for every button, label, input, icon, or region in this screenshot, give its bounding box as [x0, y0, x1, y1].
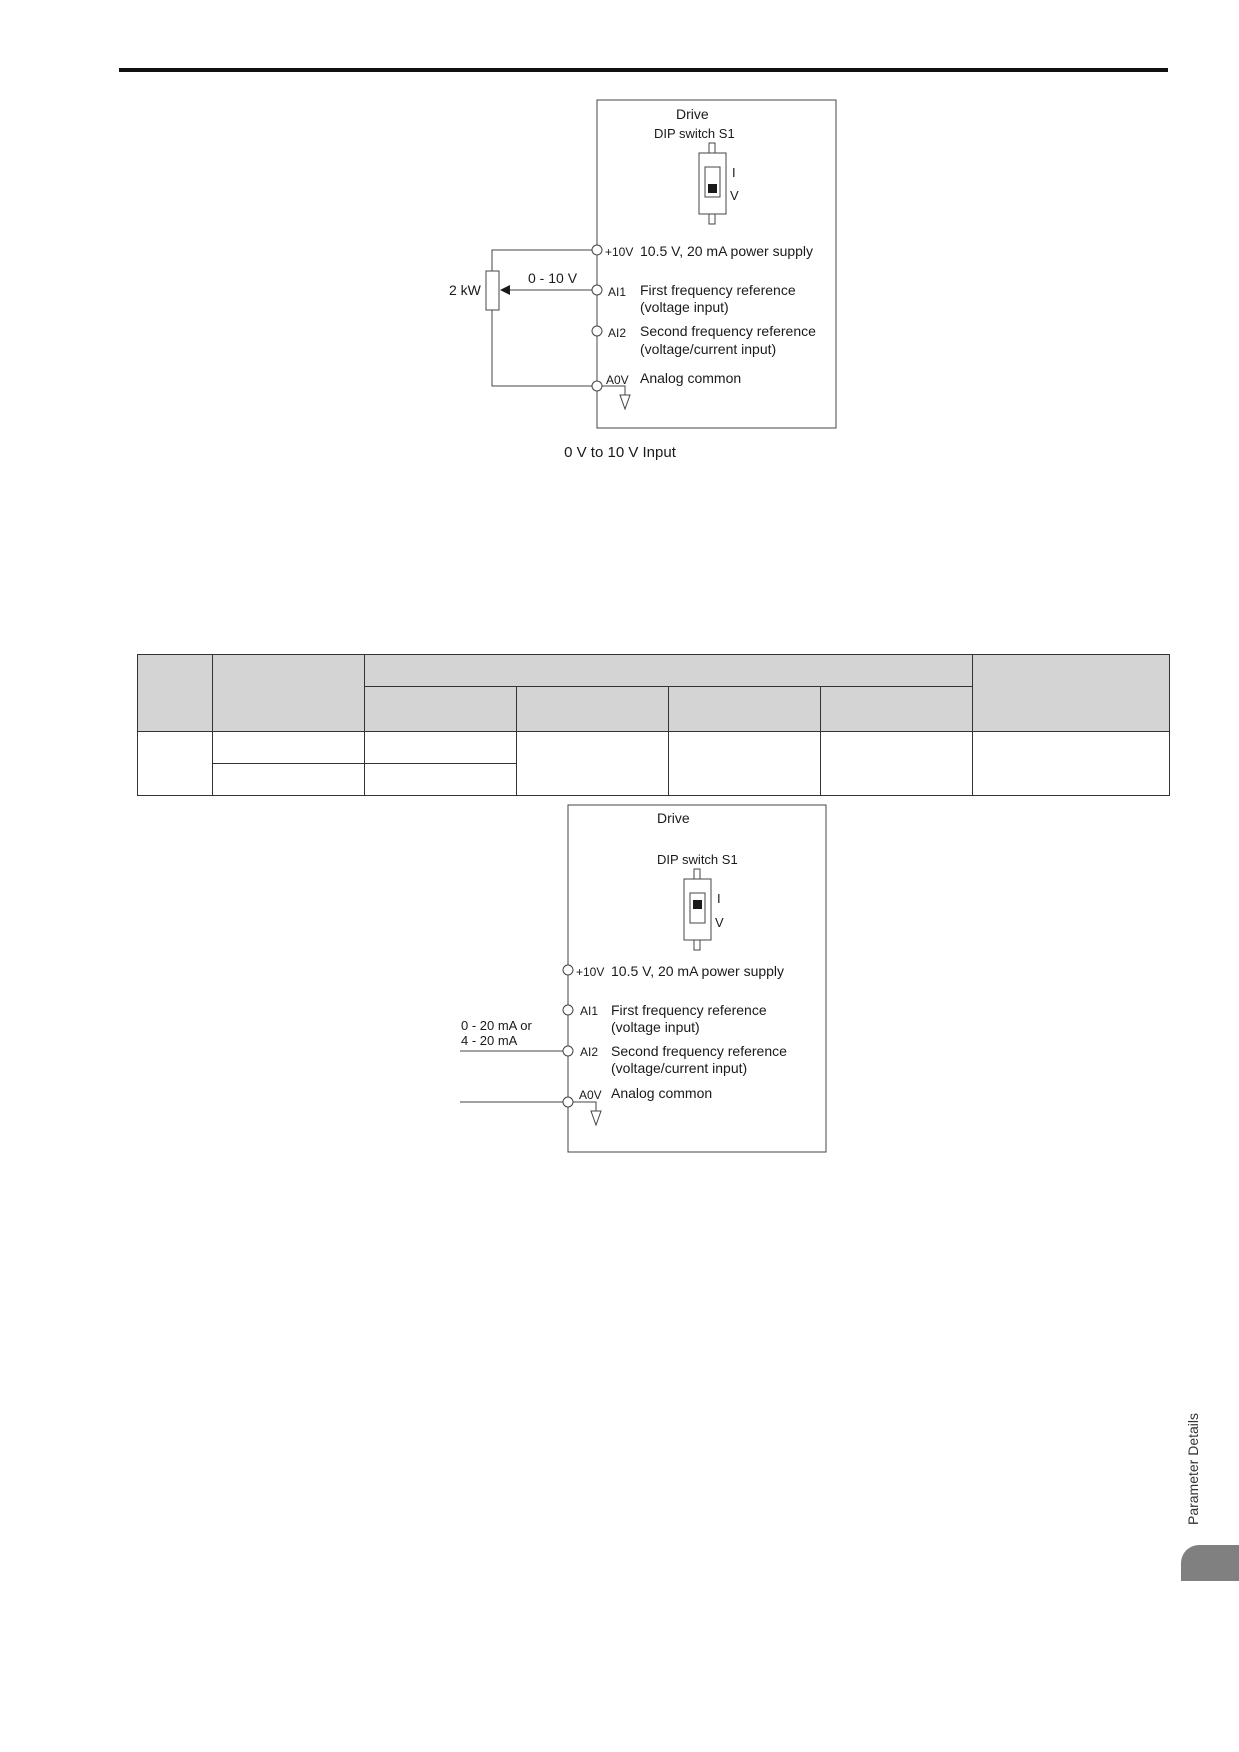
current-range-label: 0 - 20 mA or — [461, 1018, 532, 1033]
table-cell — [668, 731, 821, 796]
terminal-10v — [562, 964, 574, 976]
terminal-a0v — [591, 380, 603, 392]
terminal-ai2-note: (voltage/current input) — [611, 1060, 747, 1076]
table-cell — [212, 731, 365, 764]
ground-icon — [602, 385, 631, 411]
terminal-ai2-label: AI2 — [608, 326, 626, 340]
voltage-range-label: 0 - 10 V — [528, 270, 578, 286]
terminal-a0v-description: Analog common — [640, 370, 741, 386]
terminal-ai1-description: First frequency reference — [640, 282, 796, 298]
table-subheader-cell — [364, 686, 517, 732]
terminal-ai1-label: AI1 — [608, 285, 626, 299]
table-cell — [212, 763, 365, 796]
terminal-a0v-label: A0V — [606, 373, 629, 387]
drive-label: Drive — [676, 106, 709, 122]
table-subheader-cell — [820, 686, 973, 732]
parameter-table — [137, 654, 1170, 796]
terminal-ai1 — [562, 1004, 574, 1016]
dip-switch-icon — [683, 868, 712, 951]
terminal-ai2-note: (voltage/current input) — [640, 341, 776, 357]
terminal-ai2 — [562, 1045, 574, 1057]
section-tab — [1181, 1545, 1239, 1581]
switch-i-label: I — [732, 165, 736, 180]
table-header-cell — [212, 654, 365, 732]
drive-label: Drive — [657, 810, 690, 826]
terminal-ai1-description: First frequency reference — [611, 1002, 767, 1018]
switch-v-label: V — [715, 915, 724, 930]
terminal-ai2-description: Second frequency reference — [611, 1043, 787, 1059]
table-cell — [364, 731, 517, 764]
dip-switch-label: DIP switch S1 — [654, 126, 735, 141]
potentiometer-icon — [485, 249, 592, 387]
terminal-a0v — [562, 1096, 574, 1108]
terminal-10v-label: +10V — [576, 965, 604, 979]
current-range-label-2: 4 - 20 mA — [461, 1033, 518, 1048]
terminal-10v-description: 10.5 V, 20 mA power supply — [640, 243, 813, 259]
terminal-10v-description: 10.5 V, 20 mA power supply — [611, 963, 784, 979]
table-cell — [820, 731, 973, 796]
table-header-group — [364, 654, 973, 687]
terminal-a0v-description: Analog common — [611, 1085, 712, 1101]
terminal-ai1-note: (voltage input) — [611, 1019, 700, 1035]
terminal-10v-label: +10V — [605, 245, 633, 259]
switch-i-label: I — [717, 891, 721, 906]
table-subheader-cell — [668, 686, 821, 732]
dip-switch-label: DIP switch S1 — [657, 852, 738, 867]
terminal-ai2-description: Second frequency reference — [640, 323, 816, 339]
table-subheader-cell — [516, 686, 669, 732]
terminal-ai1-label: AI1 — [580, 1004, 598, 1018]
terminal-ai1 — [591, 284, 603, 296]
table-cell — [364, 763, 517, 796]
switch-v-label: V — [730, 188, 739, 203]
terminal-10v — [591, 244, 603, 256]
table-cell — [137, 731, 213, 796]
potentiometer-label: 2 kW — [449, 282, 482, 298]
dip-switch-icon — [698, 142, 727, 225]
current-input-wires — [460, 1050, 563, 1103]
table-cell — [516, 731, 669, 796]
diagram-caption: 0 V to 10 V Input — [564, 444, 676, 461]
top-rule — [119, 68, 1168, 72]
terminal-ai2-label: AI2 — [580, 1045, 598, 1059]
wiring-diagram-current: Drive DIP switch S1 I V +10V 10.5 V, 20 … — [460, 804, 827, 1153]
section-tab-label: Parameter Details — [1185, 1412, 1201, 1526]
terminal-a0v-label: A0V — [579, 1088, 602, 1102]
ground-icon — [573, 1101, 602, 1127]
terminal-ai1-note: (voltage input) — [640, 299, 729, 315]
table-cell — [972, 731, 1170, 796]
table-header-cell — [972, 654, 1170, 732]
table-header-cell — [137, 654, 213, 732]
wiring-diagram-voltage: Drive DIP switch S1 I V +10V 10.5 V, 20 … — [449, 99, 837, 429]
terminal-ai2 — [591, 325, 603, 337]
